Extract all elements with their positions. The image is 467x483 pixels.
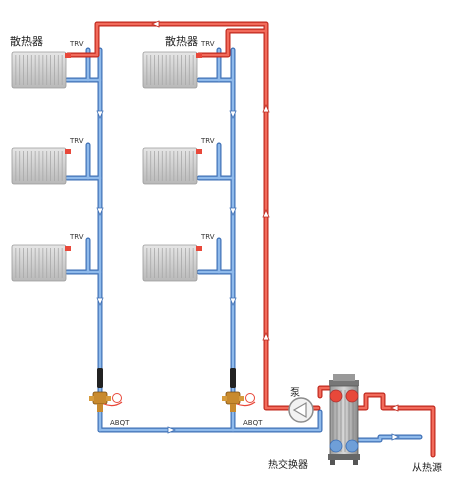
trv-label: TRV <box>201 137 215 145</box>
flow-arrows <box>96 20 401 441</box>
flow-arrow-icon <box>96 297 104 307</box>
flow-arrow-icon <box>96 207 104 217</box>
flow-arrow-icon <box>229 207 237 217</box>
flow-arrow-icon <box>391 433 401 441</box>
heat-exchanger-icon <box>328 374 360 465</box>
return-pipes <box>64 47 423 443</box>
trv-label: TRV <box>201 233 215 241</box>
radiator-icon <box>142 51 202 89</box>
trv-label: TRV <box>70 137 84 145</box>
radiator-icon <box>142 147 202 185</box>
trv-label: TRV <box>70 40 84 48</box>
radiator-label-right: 散热器 <box>165 35 198 48</box>
heat-source-label: 从热源 <box>412 463 442 474</box>
radiator-icon <box>11 147 71 185</box>
abqt-valve-left <box>89 368 123 412</box>
pump-label: 泵 <box>290 388 300 399</box>
radiator-icon <box>11 51 71 89</box>
trv-label: TRV <box>70 233 84 241</box>
flow-arrow-icon <box>167 426 177 434</box>
trv-valve-icon <box>196 53 202 58</box>
abqt-label-left: ABQT <box>110 419 130 427</box>
trv-valve-icon <box>65 246 71 251</box>
radiator-label-left: 散热器 <box>10 35 43 48</box>
trv-valve-icon <box>196 149 202 154</box>
flow-arrow-icon <box>229 110 237 120</box>
supply-pipes <box>65 21 436 458</box>
flow-arrow-icon <box>389 404 399 412</box>
abqt-label-right: ABQT <box>243 419 263 427</box>
flow-arrow-icon <box>262 103 270 113</box>
heat-exchanger-label: 热交换器 <box>268 460 308 471</box>
flow-arrow-icon <box>262 208 270 218</box>
trv-valve-icon <box>196 246 202 251</box>
flow-arrow-icon <box>229 297 237 307</box>
trv-valve-icon <box>65 149 71 154</box>
trv-label: TRV <box>201 40 215 48</box>
pump-icon <box>288 397 314 423</box>
flow-arrow-icon <box>262 331 270 341</box>
radiator-icon <box>142 244 202 282</box>
radiator-icon <box>11 244 71 282</box>
radiators <box>11 51 202 282</box>
flow-arrow-icon <box>96 110 104 120</box>
trv-valve-icon <box>65 53 71 58</box>
flow-arrow-icon <box>150 20 160 28</box>
abqt-valve-right <box>222 368 256 412</box>
